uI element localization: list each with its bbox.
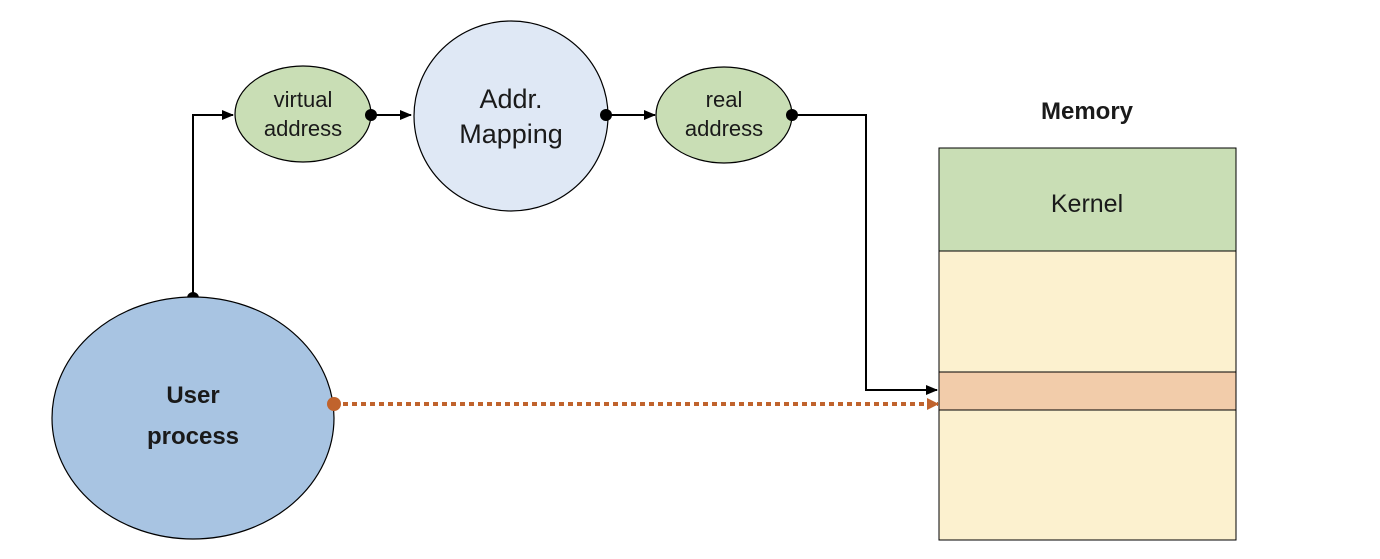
addr-mapping-output-dot: [600, 109, 612, 121]
real-address-label-line2: address: [685, 116, 763, 141]
addr-mapping-label-line1: Addr.: [479, 84, 542, 114]
real-address-shape: [655, 66, 793, 164]
real-address-node: real address: [655, 66, 793, 164]
addr-mapping-node: Addr. Mapping: [413, 20, 609, 212]
user-process-label-line1: User: [166, 382, 219, 409]
kernel-label: Kernel: [1051, 190, 1123, 218]
virtual-address-label-line1: virtual: [274, 87, 333, 112]
target-memory-block: [938, 371, 1237, 411]
addr-mapping-shape: [413, 20, 609, 212]
user-process-shape: [51, 296, 335, 540]
connector-user-to-virtual: [192, 110, 234, 298]
virtual-address-shape: [234, 65, 372, 163]
memory-block: Kernel Memory: [938, 98, 1237, 541]
real-address-output-dot: [786, 109, 798, 121]
virtual-address-label-line2: address: [264, 116, 342, 141]
virtual-address-node: virtual address: [234, 65, 372, 163]
real-address-label-line1: real: [706, 87, 743, 112]
connector-real-to-memory: [792, 114, 938, 395]
memory-title: Memory: [1041, 98, 1134, 125]
user-process-output-dot: [327, 397, 341, 411]
addr-mapping-label-line2: Mapping: [459, 119, 563, 149]
kernel-region: [938, 147, 1237, 252]
user-process-node: User process: [51, 296, 335, 540]
virtual-address-output-dot: [365, 109, 377, 121]
user-process-label-line2: process: [147, 423, 239, 450]
